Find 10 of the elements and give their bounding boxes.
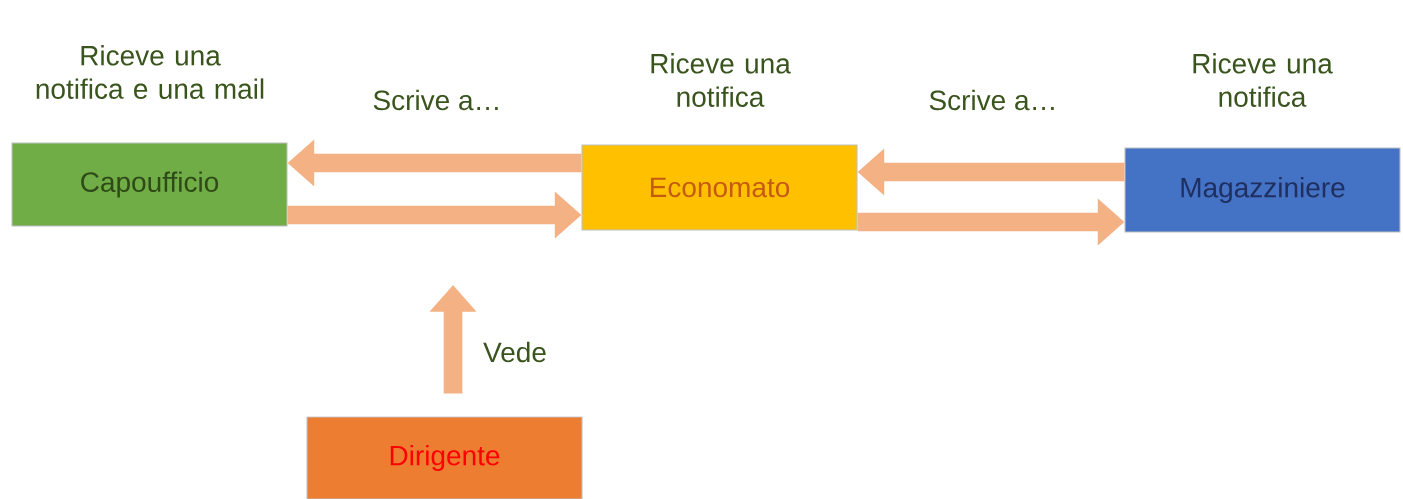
caption-text: Riceve una notifica e una mail: [36, 45, 264, 99]
edge-label: Scrive a…: [373, 89, 498, 111]
process-box: Dirigente: [306, 416, 583, 499]
edge-label: Vede: [483, 341, 546, 363]
process-box: Magazziniere: [1124, 147, 1401, 233]
caption-text: Riceve una notifica: [1193, 53, 1333, 107]
process-box: Capoufficio: [11, 142, 288, 227]
caption-text: Riceve una notifica: [651, 53, 791, 107]
process-box: Economato: [581, 144, 858, 231]
edge-label: Scrive a…: [929, 89, 1054, 111]
